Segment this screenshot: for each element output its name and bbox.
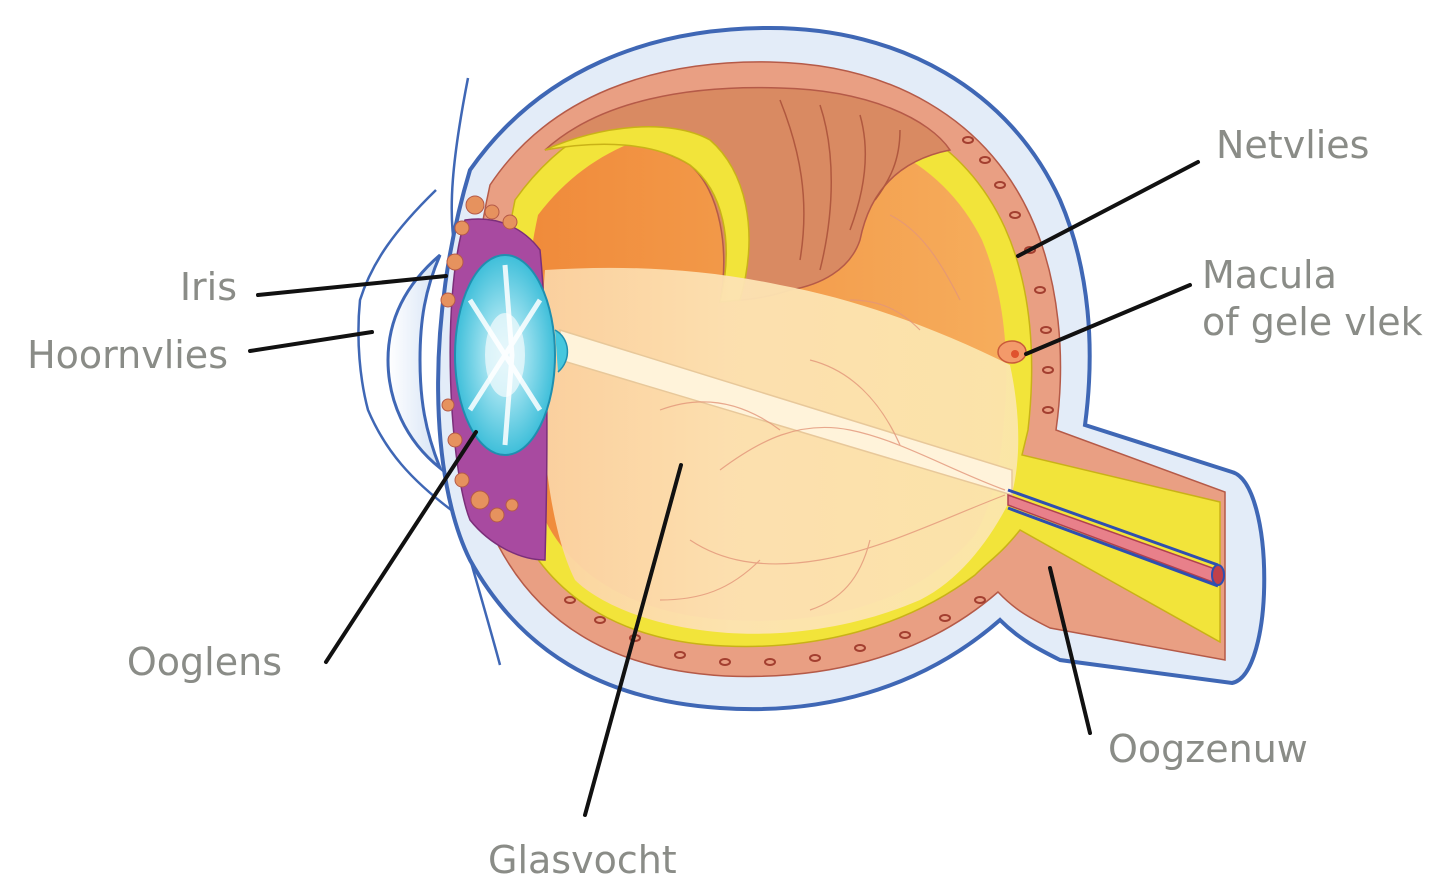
macula-spot — [998, 341, 1026, 363]
leader-hoornvlies — [250, 332, 372, 351]
label-ooglens: Ooglens — [127, 640, 282, 684]
label-oogzenuw: Oogzenuw — [1108, 727, 1308, 771]
cornea — [388, 255, 440, 468]
label-macula-line2: of gele vlek — [1202, 300, 1423, 344]
label-macula-line1: Macula — [1202, 253, 1337, 297]
label-netvlies: Netvlies — [1216, 123, 1369, 167]
label-glasvocht: Glasvocht — [488, 838, 677, 882]
label-iris: Iris — [180, 265, 237, 309]
label-hoornvlies: Hoornvlies — [27, 333, 228, 377]
leader-ooglens — [326, 432, 476, 662]
